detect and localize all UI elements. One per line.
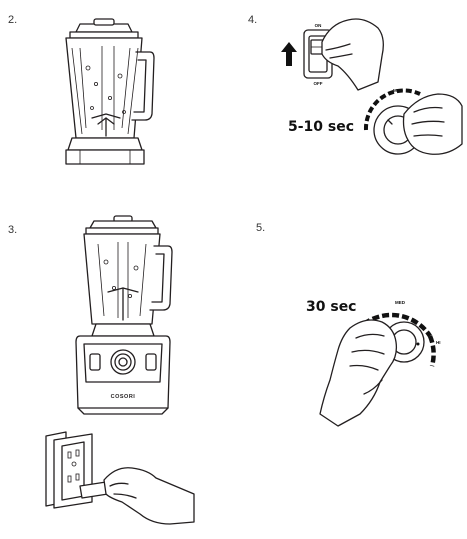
dial-med-label-5: MED bbox=[395, 300, 406, 305]
duration-label-step4: 5-10 sec bbox=[288, 119, 354, 135]
blender-jar-illustration bbox=[65, 18, 155, 165]
dial-med-label-4: MED bbox=[393, 88, 404, 93]
speed-dial-illustration-4: MED bbox=[363, 88, 463, 155]
brand-label: COSORI bbox=[111, 394, 136, 400]
wall-outlet-illustration bbox=[45, 431, 195, 525]
blender-full-illustration: COSORI bbox=[75, 215, 173, 415]
switch-on-label: ON bbox=[315, 23, 322, 28]
switch-off-label: OFF bbox=[314, 81, 323, 86]
power-switch-illustration: ON OFF bbox=[281, 18, 384, 91]
speed-dial-illustration-5: MED HI bbox=[319, 300, 441, 427]
step-number-5: 5. bbox=[256, 222, 266, 234]
step-number-3: 3. bbox=[8, 224, 18, 236]
duration-label-step5: 30 sec bbox=[306, 299, 356, 315]
up-arrow-icon bbox=[281, 42, 297, 66]
step-number-2: 2. bbox=[8, 14, 18, 26]
dial-hi-label: HI bbox=[436, 340, 441, 345]
step-number-4: 4. bbox=[248, 14, 258, 26]
